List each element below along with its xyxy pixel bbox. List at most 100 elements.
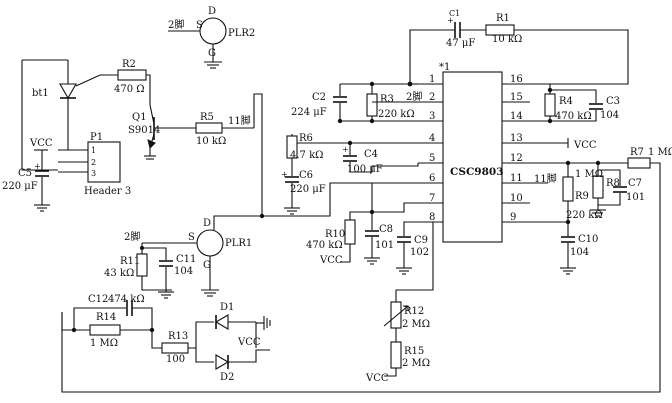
ic-pin-13: 13 [510,133,523,144]
ic-marker: *1 [439,62,450,73]
c6-ref: C6 [299,170,313,181]
ic-pin-1: 1 [429,74,435,85]
ic-csc9803: CSC9803 *1 1 2 3 4 5 6 7 8 16 15 14 13 1… [418,62,530,243]
r7-ref: R7 [630,147,644,158]
svg-text:+: + [34,162,41,171]
r3-ref: R3 [380,94,394,105]
r7-value: 1 MΩ [648,147,672,158]
c11-value: 104 [174,266,193,277]
r4-c3-network: R4 470 kΩ C3 104 [530,83,620,124]
p1-pin2: 2 [91,158,96,167]
pin8-c9: C9 102 [396,221,429,275]
p1-pin1: 1 [91,146,96,155]
plr1-d: D [203,218,211,229]
ic-pin-5: 5 [429,153,435,164]
q1-ref: Q1 [132,112,147,123]
feedback-c1-r1: C1 + 47 μF R1 10 kΩ [407,9,629,87]
p1-value: Header 3 [84,186,131,197]
r10-vcc: VCC [319,255,343,266]
pin11-network: 11脚 1 MΩ R9 220 kΩ C10 104 [530,160,603,275]
r15-value: 2 MΩ [402,358,430,369]
q1-value: S9014 [128,125,160,136]
r9-value: 220 kΩ [566,210,603,221]
pin13-vcc-label: VCC [573,140,597,151]
c9-ref: C9 [414,235,428,246]
r4-ref: R4 [559,96,573,107]
p1-pin3: 3 [91,169,96,178]
c7-value: 101 [626,192,645,203]
p1-ref: P1 [90,132,103,143]
r1-top-value: 10 kΩ [492,34,522,45]
ic-pin-10: 10 [510,193,523,204]
r15-vcc: VCC [365,373,389,384]
r11-value: 43 kΩ [104,268,134,279]
c8-ref: C8 [379,224,393,235]
c5-vcc-label: VCC [29,138,53,149]
plr2-sensor: 2脚 S D G PLR2 [168,6,255,69]
c9-value: 102 [410,247,429,258]
r9-ref: R9 [575,191,589,202]
plr1-2jiao: 2脚 [124,230,140,243]
d1-ref: D1 [220,302,234,313]
plr2-g: G [208,48,216,59]
r10-value: 470 kΩ [306,240,343,251]
ic-name: CSC9803 [450,166,504,178]
r2-value: 470 Ω [114,84,145,95]
r12-r15-chain: R12 2 MΩ R15 2 MΩ VCC [365,222,434,384]
ic-pin-3: 3 [429,111,435,122]
ic-pin-2: 2 [429,92,435,103]
c5-ref: C5 [18,168,32,179]
plr2-ref: PLR2 [228,28,255,39]
r8-value: 1 MΩ [575,169,603,180]
plr2-2jiao: 2脚 [168,18,184,31]
ic-pin-9: 9 [510,212,516,223]
header-p1: P1 1 2 3 Header 3 [58,132,131,197]
r2-ref: R2 [122,59,136,70]
bt1-ref: bt1 [32,88,49,99]
bottom-network: C12 474 kΩ R14 1 MΩ R13 100 D1 D2 VCC [61,294,271,383]
r15-ref: R15 [404,346,424,357]
r11-ref: R11 [120,256,140,267]
r8-ref: R8 [606,178,620,189]
c3-value: 104 [600,110,619,121]
q1-11jiao: 11脚 [228,114,251,127]
ic-pin-14: 14 [510,111,523,122]
c10-value: 104 [570,247,589,258]
r14-ref: R14 [96,312,116,323]
c4-value: 100 μF [347,164,383,175]
c6-value: 220 μF [290,184,326,195]
plr1-sensor: 2脚 S D G PLR1 R11 43 kΩ C11 104 [104,218,252,299]
svg-text:+: + [447,16,454,25]
ic-pin-6: 6 [429,173,435,184]
r1-top-ref: R1 [496,13,510,24]
plr2-s: S [196,20,203,31]
main-bus [213,93,418,230]
c4-ref: C4 [364,149,378,160]
plr1-s: S [188,232,195,243]
pin13-vcc: VCC [530,138,597,151]
plr1-g: G [203,260,211,271]
ic-pin-15: 15 [510,92,523,103]
c1-value: 47 μF [446,38,475,49]
pin6-r10-c8: R10 470 kΩ VCC C8 101 [306,182,418,266]
c12-value: 474 kΩ [108,294,145,305]
ic-pin-7: 7 [429,193,435,204]
plr2-d: D [208,6,216,17]
r6-value: 4.7 kΩ [290,150,323,161]
r5-value: 10 kΩ [196,136,226,147]
ic-body [442,71,503,243]
c1-ref: C1 [449,9,460,18]
pin12-network: R7 1 MΩ R8 C7 101 [61,147,672,393]
ic-pin-11: 11 [510,173,523,184]
c10-ref: C10 [578,234,598,245]
ic-pin-4: 4 [429,133,435,144]
c3-ref: C3 [606,96,620,107]
svg-text:+: + [342,145,349,154]
c2-r3-network: C2 224 μF R3 220 kΩ 2脚 [291,81,422,124]
c8-value: 101 [375,240,394,251]
d2-ref: D2 [220,372,234,383]
trigger-circuit: bt1 R2 470 Ω Q1 S9014 R5 10 kΩ 11脚 [21,59,254,171]
c2-value: 224 μF [291,107,327,118]
